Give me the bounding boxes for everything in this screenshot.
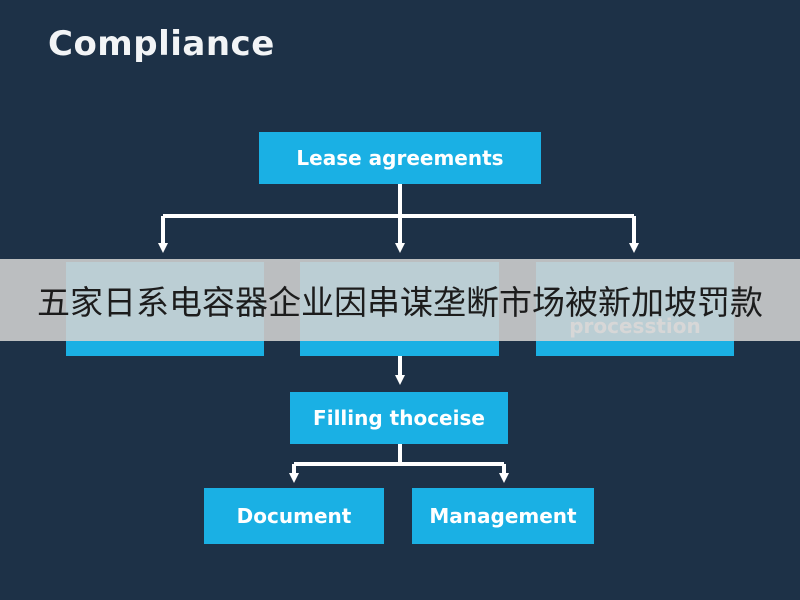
filling-box: Filling thoceise — [290, 392, 508, 444]
document-box: Document — [204, 488, 384, 544]
page-title: Compliance — [48, 24, 275, 64]
lease-agreements-box: Lease agreements — [259, 132, 541, 184]
management-box: Management — [412, 488, 594, 544]
overlay-banner: 五家日系电容器企业因串谋垄断市场被新加坡罚款 — [0, 259, 800, 341]
